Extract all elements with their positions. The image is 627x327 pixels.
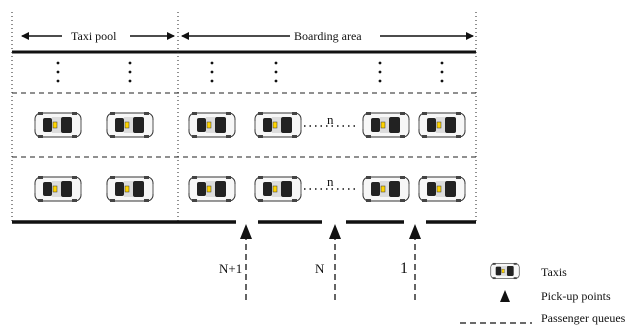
taxi-icon [254,111,302,139]
taxi-row-2 [34,175,466,203]
legend-queues-label: Passenger queues [541,311,626,325]
legend-taxis-label: Taxis [541,265,567,279]
arrow-up-icon [240,224,252,239]
queue-label-n: N [315,261,325,276]
taxi-pool-label: Taxi pool [68,29,120,43]
pickup-point-1 [409,224,421,300]
taxi-icon [188,111,236,139]
arrow-up-icon [409,224,421,239]
taxi-icon [362,111,410,139]
taxi-icon [34,175,82,203]
taxi-icon [106,111,154,139]
taxi-icon [34,111,82,139]
taxi-icon [418,111,466,139]
row-count-n-bottom: n [327,174,334,189]
pickup-point-n-plus-1 [240,224,252,300]
more-rows-dots [56,61,444,83]
legend [460,262,532,324]
queue-label-1: 1 [400,260,408,277]
taxi-icon [188,175,236,203]
boarding-area-label: Boarding area [291,29,365,43]
row-count-n-top: n [327,112,334,127]
taxi-icon [362,175,410,203]
taxi-icon [418,175,466,203]
taxi-row-1 [34,111,466,139]
pickup-point-n [329,224,341,300]
legend-arrow-up-icon [500,290,510,302]
legend-taxi-icon [490,262,520,280]
queue-label-n-plus-1: N+1 [219,261,243,276]
arrow-up-icon [329,224,341,239]
taxi-icon [254,175,302,203]
legend-pickup-label: Pick-up points [541,289,611,303]
taxi-icon [106,175,154,203]
